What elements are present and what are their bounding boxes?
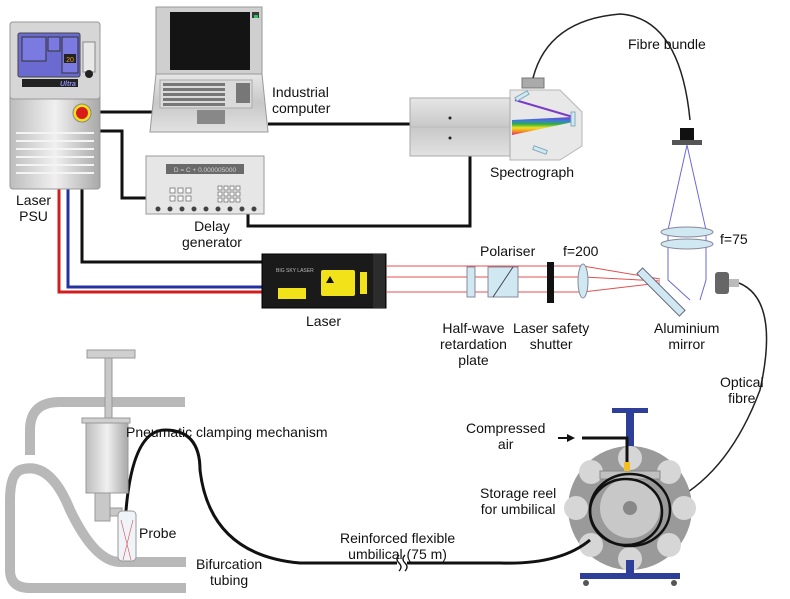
computer-trackpad[interactable] <box>197 110 225 124</box>
laser-head: BIG SKY LASER <box>261 253 387 309</box>
spectrograph <box>409 77 583 161</box>
label-bifurcation-tubing: Bifurcation tubing <box>196 556 263 588</box>
umbilical <box>123 428 591 565</box>
storage-reel <box>564 408 696 586</box>
label-aluminium-mirror: Aluminium mirror <box>654 320 720 352</box>
lens-f75 <box>660 226 714 250</box>
compressed-air-connector <box>624 462 630 471</box>
probe <box>117 510 137 562</box>
optical-fibre <box>674 282 768 501</box>
label-pneumatic-clamp: Pneumatic clamping mechanism <box>126 424 328 440</box>
fibre-bundle <box>532 13 691 121</box>
label-umbilical: Reinforced flexible umbilical (75 m) <box>340 530 456 562</box>
label-f200: f=200 <box>563 243 599 259</box>
dispersed-spectrum <box>512 117 573 135</box>
half-wave-plate <box>466 266 476 298</box>
umbilical-break-symbol <box>396 554 408 572</box>
computer-screen <box>170 12 250 70</box>
industrial-computer <box>149 6 269 133</box>
probe-fibre-connector <box>715 272 739 294</box>
pneumatic-clamp <box>81 349 136 522</box>
power-cable-blue <box>66 188 262 289</box>
label-delay-generator: Delay generator <box>182 218 242 250</box>
label-polariser: Polariser <box>480 243 536 259</box>
label-laser-psu: Laser PSU <box>16 192 52 224</box>
laser-safety-shutter[interactable] <box>547 262 554 303</box>
svg-text:BIG SKY LASER: BIG SKY LASER <box>276 268 314 274</box>
power-cable-red <box>57 188 262 294</box>
delay-generator: D = C + 0.000005000 <box>145 155 265 215</box>
label-compressed-air: Compressed air <box>466 420 546 452</box>
label-optical-fibre: Optical fibre <box>720 374 764 406</box>
cable-psu-laser-black <box>80 188 262 264</box>
psu-brand: Ultra <box>60 81 76 88</box>
delay-display <box>166 164 244 174</box>
laser-psu: 20 Ultra <box>9 21 101 190</box>
fibre-bundle-connector <box>672 128 702 145</box>
label-half-wave-plate: Half-wave retardation plate <box>440 320 507 368</box>
psu-display: 20 <box>66 57 74 64</box>
label-industrial-computer: Industrial computer <box>272 84 331 116</box>
aluminium-mirror <box>636 267 686 317</box>
polariser <box>487 266 519 298</box>
label-storage-reel: Storage reel for umbilical <box>480 485 557 517</box>
laser-warning-label-large <box>321 270 355 296</box>
cable-psu-delay <box>98 129 148 200</box>
bifurcation-tubing <box>4 397 186 593</box>
label-spectrograph: Spectrograph <box>490 164 575 180</box>
label-f75: f=75 <box>720 231 748 247</box>
label-fibre-bundle: Fibre bundle <box>628 36 706 52</box>
laser-warning-label-small <box>278 288 306 299</box>
svg-text:D = C + 0.000005000: D = C + 0.000005000 <box>174 167 237 174</box>
label-laser-safety-shutter: Laser safety shutter <box>513 320 590 352</box>
psu-key-switch[interactable] <box>85 70 93 78</box>
label-laser: Laser <box>306 313 342 329</box>
spectrograph-fibre-connector <box>521 77 545 89</box>
label-probe: Probe <box>139 525 177 541</box>
laser-beam <box>386 265 661 293</box>
collected-light <box>667 144 707 301</box>
lens-f200 <box>577 263 589 299</box>
compressed-air-line <box>558 434 629 462</box>
